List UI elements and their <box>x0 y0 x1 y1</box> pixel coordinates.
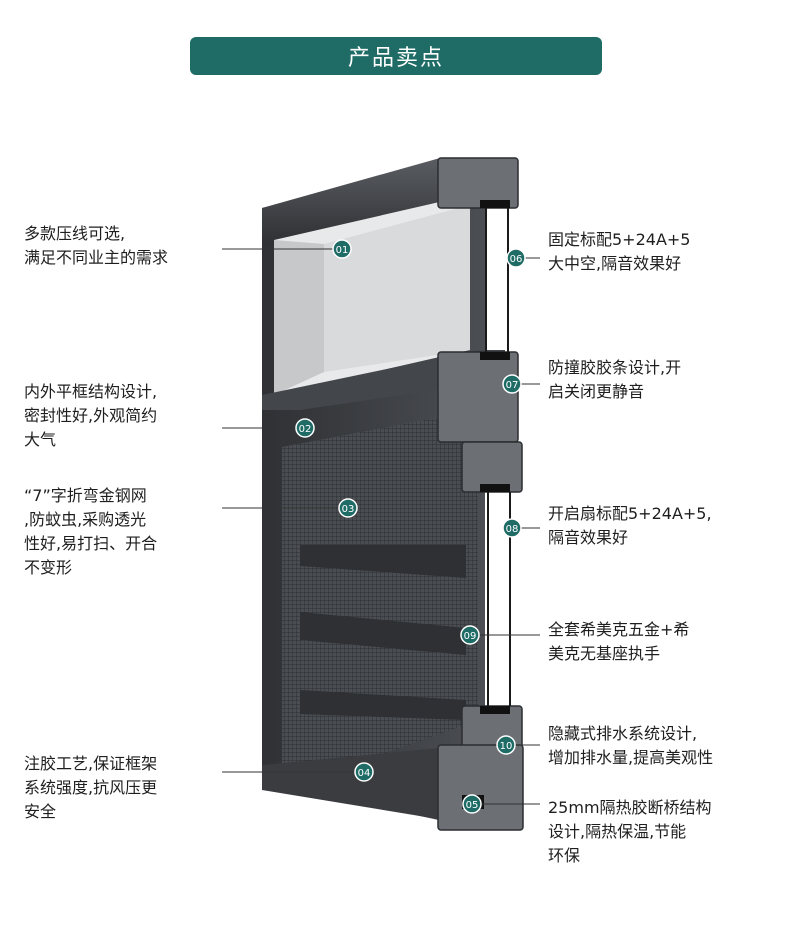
svg-text:04: 04 <box>358 768 371 779</box>
svg-text:06: 06 <box>510 254 523 265</box>
outer-frame <box>262 158 505 830</box>
svg-text:07: 07 <box>506 380 519 391</box>
feature-08-text: 开启扇标配5+24A+5, 隔音效果好 <box>548 504 712 547</box>
feature-07-text: 防撞胶胶条设计,开 启关闭更静音 <box>548 358 682 401</box>
marker-02: 02 <box>295 418 315 438</box>
svg-text:10: 10 <box>500 741 513 752</box>
feature-06-text: 固定标配5+24A+5 大中空,隔音效果好 <box>548 230 691 273</box>
feature-03-text: “7”字折弯金钢网 ,防蚊虫,采购透光 性好,易打扫、开合 不变形 <box>24 486 158 577</box>
marker-06: 06 <box>506 248 526 268</box>
marker-07: 07 <box>502 374 522 394</box>
feature-01-text: 多款压线可选, 满足不同业主的需求 <box>24 224 169 267</box>
marker-05: 05 <box>462 794 482 814</box>
svg-text:08: 08 <box>506 524 519 535</box>
profile-cross-sections <box>437 157 524 831</box>
leader-lines <box>222 248 540 805</box>
feature-04-text: 注胶工艺,保证框架 系统强度,抗风压更 安全 <box>24 754 158 821</box>
marker-08: 08 <box>502 518 522 538</box>
marker-10: 10 <box>496 735 516 755</box>
svg-text:01: 01 <box>336 245 349 256</box>
marker-03: 03 <box>338 498 358 518</box>
svg-text:03: 03 <box>342 504 355 515</box>
feature-09-text: 全套希美克五金+希 美克无基座执手 <box>548 620 690 663</box>
svg-text:09: 09 <box>464 631 477 642</box>
svg-text:02: 02 <box>299 424 312 435</box>
section-title: 产品卖点 <box>190 37 602 75</box>
feature-02-text: 内外平框结构设计, 密封性好,外观简约 大气 <box>24 382 158 449</box>
marker-04: 04 <box>354 762 374 782</box>
feature-10-text: 隐藏式排水系统设计, 增加排水量,提高美观性 <box>548 724 714 767</box>
svg-text:05: 05 <box>466 800 479 811</box>
marker-09: 09 <box>460 625 480 645</box>
feature-05-text: 25mm隔热胶断桥结构 设计,隔热保温,节能 环保 <box>548 798 712 865</box>
marker-01: 01 <box>332 239 352 259</box>
